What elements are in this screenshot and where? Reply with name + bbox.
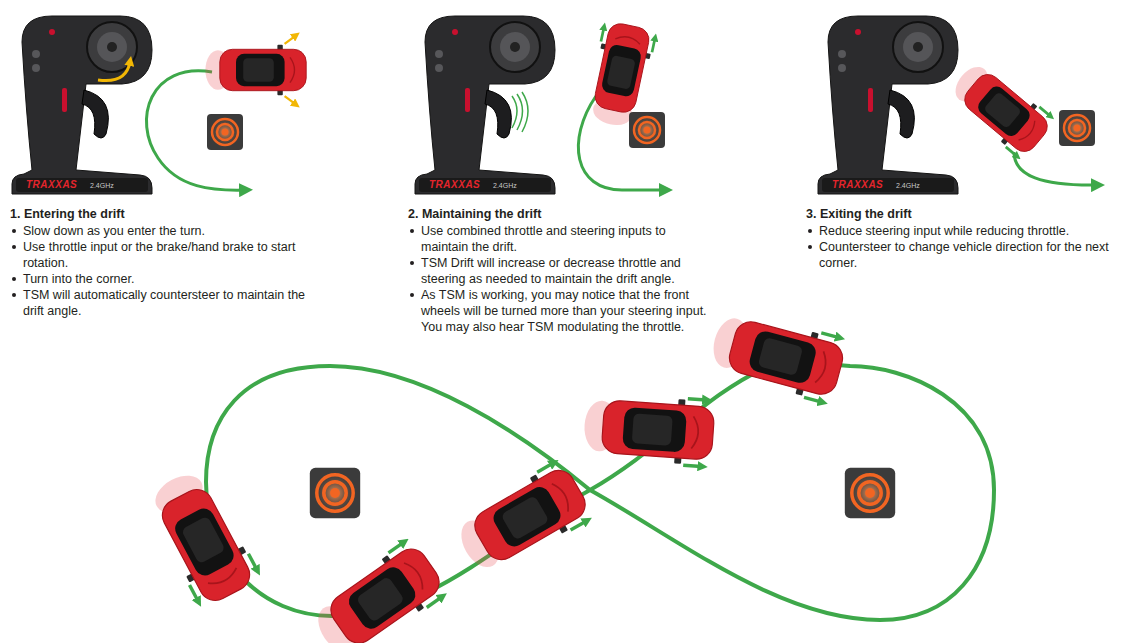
bullet-row: Slow down as you enter the turn. [10, 223, 316, 239]
band-label: 2.4GHz [896, 182, 920, 189]
target-icon [207, 114, 243, 150]
bullet-text: Reduce steering input while reducing thr… [819, 223, 1112, 239]
bullet-text: TSM will automatically countersteer to m… [23, 287, 316, 319]
bullet-dot [410, 293, 414, 297]
path-arrow [1014, 152, 1098, 185]
bullet-text: Use throttle input or the brake/hand bra… [23, 239, 316, 271]
bullet-dot [808, 245, 812, 249]
transmitter [818, 16, 958, 194]
bullet-dot [808, 229, 812, 233]
brand-logo: TRAXXAS [429, 179, 480, 190]
race-car [945, 56, 1056, 161]
band-label: 2.4GHz [493, 182, 517, 189]
race-car [582, 392, 715, 468]
step-heading: 2. Maintaining the drift [408, 206, 714, 222]
bullet-text: Turn into the corner. [23, 271, 316, 287]
bullet-text: Use combined throttle and steering input… [421, 223, 714, 255]
bullet-text: As TSM is working, you may notice that t… [421, 287, 714, 335]
race-car [450, 459, 595, 581]
bullet-row: TSM Drift will increase or decrease thro… [408, 255, 714, 287]
target-icon [1059, 110, 1095, 146]
step-heading-row: 2. Maintaining the drift [408, 206, 714, 222]
target-icon [845, 468, 895, 518]
transmitter [415, 16, 555, 194]
race-car [306, 537, 450, 643]
bullet-row: Reduce steering input while reducing thr… [806, 223, 1112, 239]
bullet-text: Countersteer to change vehicle direction… [819, 239, 1112, 271]
race-car [706, 307, 848, 405]
throttle-marks [512, 92, 528, 132]
bullet-row: TSM will automatically countersteer to m… [10, 287, 316, 319]
bullet-text: TSM Drift will increase or decrease thro… [421, 255, 714, 287]
band-label: 2.4GHz [90, 182, 114, 189]
bullet-dot [12, 293, 16, 297]
bullet-row: Turn into the corner. [10, 271, 316, 287]
target-icon [310, 468, 360, 518]
bullet-row: Countersteer to change vehicle direction… [806, 239, 1112, 271]
figure-eight-track [206, 364, 994, 620]
step-column: 2. Maintaining the driftUse combined thr… [408, 206, 714, 335]
step-column: 3. Exiting the driftReduce steering inpu… [806, 206, 1112, 271]
bullet-dot [410, 261, 414, 265]
bullet-dot [410, 229, 414, 233]
bullet-dot [12, 245, 16, 249]
step-heading: 3. Exiting the drift [806, 206, 1112, 222]
transmitter [12, 16, 152, 194]
step-heading-row: 3. Exiting the drift [806, 206, 1112, 222]
steering-arrow [98, 62, 130, 81]
race-car [205, 36, 306, 104]
step-heading-row: 1. Entering the drift [10, 206, 316, 222]
bullet-row: Use combined throttle and steering input… [408, 223, 714, 255]
race-car [142, 464, 261, 609]
step-column: 1. Entering the driftSlow down as you en… [10, 206, 316, 319]
bullet-text: Slow down as you enter the turn. [23, 223, 316, 239]
brand-logo: TRAXXAS [26, 179, 77, 190]
target-icon [629, 112, 665, 148]
bullet-row: Use throttle input or the brake/hand bra… [10, 239, 316, 271]
bullet-dot [12, 229, 16, 233]
brand-logo: TRAXXAS [832, 179, 883, 190]
bullet-dot [12, 277, 16, 281]
bullet-row: As TSM is working, you may notice that t… [408, 287, 714, 335]
step-heading: 1. Entering the drift [10, 206, 316, 222]
